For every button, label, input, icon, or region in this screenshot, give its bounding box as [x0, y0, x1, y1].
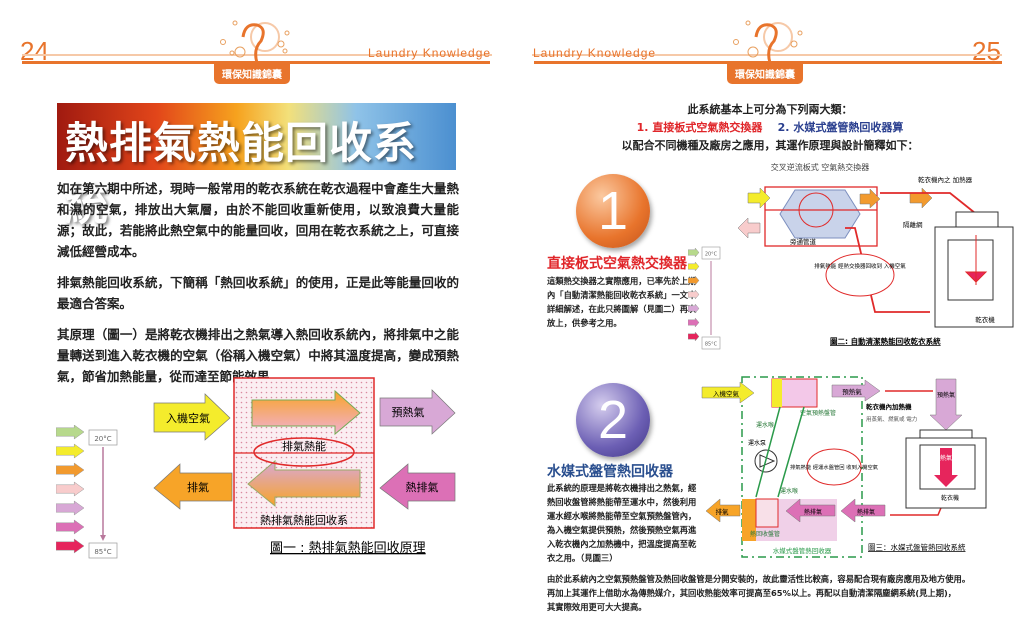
section-1-heading: 直接板式空氣熱交換器 [547, 256, 687, 272]
legend-arrow-icon [56, 500, 85, 516]
legend-arrow-icon [688, 331, 700, 342]
page-title: 熱排氣熱能回收系統 [65, 119, 417, 231]
legend-high-temp: 85°C [94, 548, 111, 556]
legend-arrow-icon [688, 289, 700, 300]
fig2-dryer-label: 乾衣機 [975, 315, 995, 324]
fig3-preheated-air: 預熱氣 [842, 387, 862, 396]
legend-low-temp: 20°C [94, 435, 111, 443]
legend-arrow-icon [56, 481, 85, 497]
intro-line: 此系統基本上可分為下列兩大類： [687, 103, 853, 116]
fig1-exhaust-heat-label: 排氣熱能 [282, 439, 326, 453]
figure-3-diagram: 入機空氣 空氣預熱盤管 預熱氣 預熱氣 乾衣機內加熱機 用蒸氣、燃氣或 電力 運… [701, 376, 987, 558]
temperature-legend: 20°C 85°C [56, 425, 118, 559]
header-divider [532, 54, 1002, 56]
footer-line: 其實際效用更可大大提高。 [547, 602, 647, 612]
fig3-preheated-air-down: 預熱氣 [937, 391, 955, 399]
section-1-body: 這類熱交換器之實際應用，已率先於上期內「自動清潔熱能回收乾衣系統」一文中詳細解述… [547, 274, 697, 330]
legend-arrow-icon [688, 317, 700, 328]
fig3-hot-air: 熱氣 [940, 454, 952, 462]
legend-arrow-icon [56, 443, 85, 459]
fig1-caption: 圖一 : 熱排氣熱能回收原理 [270, 541, 426, 556]
fig3-inlet-air: 入機空氣 [713, 389, 740, 398]
hanger-logo-icon [733, 20, 803, 64]
section-1-number-badge: 1 [576, 174, 650, 248]
intro-block: 此系統基本上可分為下列兩大類： 1. 直接板式空氣熱交換器 2. 水媒式盤管熱回… [530, 101, 1010, 155]
fig1-inlet-air: 入機空氣 [166, 411, 210, 425]
footer-line: 由於此系統內之空氣預熱盤管及熱回收盤管是分開安裝的，故此靈活性比較高，容易配合現… [547, 574, 971, 584]
fig1-preheated-air: 預熱氣 [392, 405, 425, 419]
fig3-caption: 圖三：水媒式盤管熱回收系統 [868, 542, 966, 552]
fig3-dryer: 乾衣機 [941, 494, 959, 502]
fig3-unit-label: 水媒式盤管熱回收器 [773, 546, 832, 555]
fig1-hot-exhaust: 熱排氣 [406, 480, 439, 494]
figure-2-diagram: 交叉逆流板式 空氣熱交換器 旁通管道 隔離網 乾衣機內之 加熱器 乾衣機 排氣熱… [737, 162, 1014, 346]
fig3-hot-exhaust-in: 熱排氣 [804, 508, 822, 516]
fig3-exhaust: 排氣 [716, 507, 730, 516]
fig2-caption: 圖二: 自動清潔熱能回收乾衣系統 [830, 336, 941, 346]
footer-line: 再加上其運作上借助水為傳熱媒介，其回收熱能效率可提高至65%以上。再配以自動清潔… [547, 588, 957, 598]
section-1-text: 這類熱交換器之實際應用，已率先於上期內「自動清潔熱能回收乾衣系統」一文中詳細解述… [547, 276, 697, 328]
figure-1-diagram: 排氣熱能 熱排氣熱能回收系 入機空氣 預熱氣 排氣 熱排氣 圖一 : 熱排氣熱能… [153, 377, 456, 556]
type-2-label: 2. 水媒式盤管熱回收器算 [777, 121, 904, 134]
fig2-exchanger-label: 交叉逆流板式 空氣熱交換器 [771, 162, 870, 172]
fig1-exhaust: 排氣 [187, 480, 209, 494]
legend-arrow-icon [56, 519, 85, 535]
header-rule [534, 61, 1002, 64]
fig3-heater: 乾衣機內加熱機 [866, 402, 912, 411]
title-banner: 熱排氣熱能回收系統 [57, 103, 456, 231]
section-label-right: Laundry Knowledge [533, 46, 657, 60]
fig2-damper-label: 隔離網 [903, 220, 923, 229]
section-2-heading: 水媒式盤管熱回收器 [547, 464, 673, 480]
fig3-heater-note: 用蒸氣、燃氣或 電力 [866, 415, 917, 423]
fig1-system-label: 熱排氣熱能回收系 [260, 513, 348, 527]
temperature-legend: 20°C 85°C [701, 246, 721, 350]
type-1-label: 1. 直接板式空氣熱交換器 [636, 121, 763, 134]
section-tag-left: 環保知識錦囊 [214, 63, 290, 84]
fig3-bubble-text: 排氣熱能 經運水盤管回 收到入機空氣 [790, 463, 879, 471]
legend-arrow-icon [688, 275, 700, 286]
legend-arrow-icon [56, 462, 85, 478]
legend-high-temp: 85°C [705, 342, 718, 348]
fig3-pump: 運水泵 [748, 439, 766, 447]
legend-arrow-icon [688, 248, 700, 258]
section-2-body: 此系統的原理是將乾衣機排出之熱氣，經熱回收盤管將熱能帶至運水中，然後利用運水經水… [547, 481, 699, 565]
legend-arrow-icon [56, 425, 85, 440]
fig2-heater-label: 乾衣機內之 加熱器 [918, 175, 973, 184]
footer-text: 由於此系統內之空氣預熱盤管及熱回收盤管是分開安裝的，故此靈活性比較高，容易配合現… [547, 572, 1017, 614]
fig3-hot-exhaust-out: 熱排氣 [857, 508, 875, 516]
fig3-water-pipe-1: 運水喉 [756, 421, 774, 429]
section-2-number-badge: 2 [576, 383, 650, 457]
legend-arrows [688, 248, 700, 342]
legend-low-temp: 20°C [705, 252, 718, 258]
section-2-text: 此系統的原理是將乾衣機排出之熱氣，經熱回收盤管將熱能帶至運水中，然後利用運水經水… [547, 483, 697, 563]
paragraph: 其原理（圖一）是將乾衣機排出之熱氣導入熱回收系統內，將排氣中之能量轉送到進入乾衣… [57, 327, 459, 384]
fig2-bypass-label: 旁通管道 [790, 237, 817, 246]
paragraph: 排氣熱能回收系統，下簡稱「熱回收系統」的使用，正是此等能量回收的最適合答案。 [57, 275, 459, 311]
section-tag-right: 環保知識錦囊 [727, 63, 803, 84]
legend-arrow-icon [56, 538, 85, 554]
section-label-left: Laundry Knowledge [368, 46, 492, 60]
fig3-recovery-coil: 熱回收盤管 [750, 530, 780, 538]
legend-arrow-icon [688, 261, 700, 272]
fig3-water-pipe-2: 運水喉 [780, 487, 798, 495]
paragraph: 如在第六期中所述，現時一般常用的乾衣系統在乾衣過程中會產生大量熱和濕的空氣，排放… [57, 181, 459, 259]
legend-arrow-icon [688, 303, 700, 314]
fig3-preheat-coil: 空氣預熱盤管 [800, 409, 836, 417]
intro-line: 以配合不同機種及廠房之應用，其運作原理與設計簡釋如下： [621, 139, 919, 152]
hanger-logo-icon [220, 20, 290, 64]
fig2-bubble-text: 排氣熱能 經熱交換器回收到 入機空氣 [814, 262, 906, 270]
article-body: 如在第六期中所述，現時一般常用的乾衣系統在乾衣過程中會產生大量熱和濕的空氣，排放… [57, 178, 459, 397]
